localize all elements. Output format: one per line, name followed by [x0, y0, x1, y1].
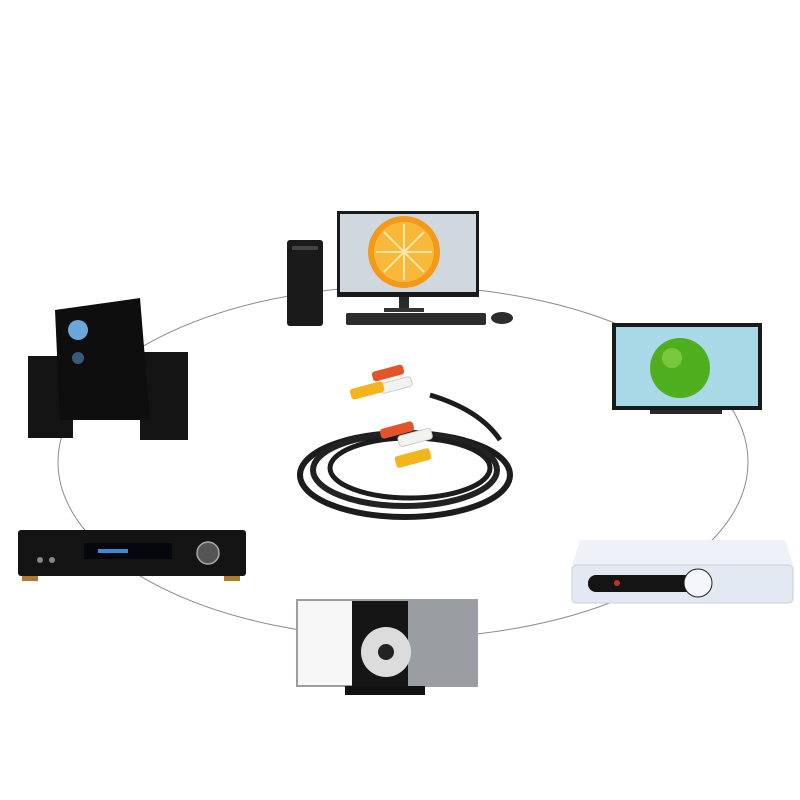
green-apple — [650, 338, 710, 398]
pc-tower — [287, 240, 323, 326]
rca-plug-yellow-2 — [394, 448, 432, 468]
set-top-box — [571, 540, 794, 604]
speaker-system — [28, 298, 188, 440]
rca-plug-yellow — [349, 381, 385, 400]
cd-player — [296, 599, 478, 695]
front-panel — [588, 575, 698, 592]
flat-tv — [612, 323, 762, 414]
cd-sleeve — [298, 601, 362, 685]
rca-plug-red — [371, 364, 405, 382]
nav-pad — [683, 568, 713, 598]
keyboard — [346, 313, 486, 325]
desktop-computer — [287, 211, 513, 326]
av-receiver — [18, 530, 246, 581]
rca-cable — [297, 364, 513, 520]
subwoofer — [55, 298, 150, 420]
rca-plug-white-2 — [397, 427, 433, 448]
rca-plug-red-2 — [379, 421, 415, 439]
speaker-driver — [68, 320, 88, 340]
mouse — [491, 312, 513, 324]
volume-knob — [196, 541, 220, 565]
